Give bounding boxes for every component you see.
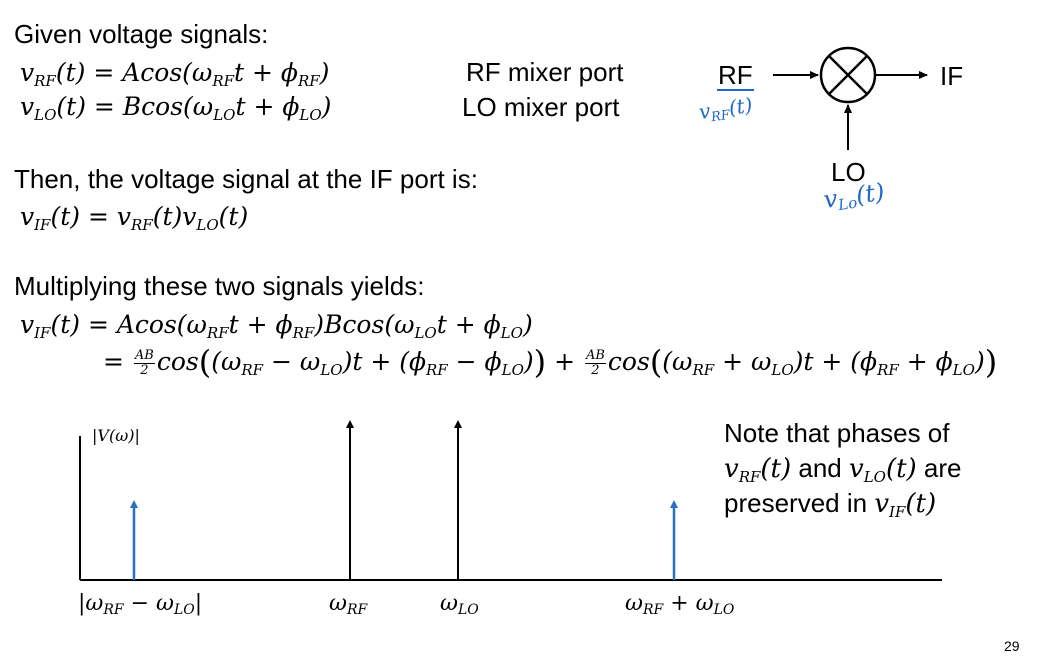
note-line-3: preserved in vIF(t) — [724, 488, 937, 521]
y-axis-label: |V(ω)| — [92, 426, 140, 445]
spectrum-arrowhead-3 — [454, 420, 462, 428]
x-tick-label-3: ωLO — [440, 591, 479, 618]
note-line-2: vRF(t) and vLO(t) are — [724, 453, 962, 486]
spectrum-arrowhead-1 — [130, 500, 138, 508]
eq-if: vIF(t) = vRF(t)vLO(t) — [20, 202, 249, 234]
spectrum-arrowhead-2 — [346, 420, 354, 428]
x-tick-label-2: ωRF — [329, 591, 368, 618]
multiplying-text: Multiplying these two signals yields: — [14, 271, 425, 301]
lo-port-label: LO mixer port — [462, 92, 620, 122]
spectrum-arrowhead-4 — [670, 500, 678, 508]
x-tick-label-1: |ωRF − ωLO| — [78, 591, 203, 618]
eq-lo: vLO(t) = Bcos(ωLOt + ϕLO) — [20, 92, 332, 124]
mixer-lo-label: LO — [831, 157, 866, 187]
mixer-rf-label: RF — [718, 60, 753, 90]
page-number: 29 — [1004, 638, 1020, 654]
rf-handwritten-annotation: vRF(t) — [697, 93, 754, 127]
rf-port-label: RF mixer port — [466, 57, 624, 87]
product-line-1: vIF(t) = Acos(ωRFt + ϕRF)Bcos(ωLOt + ϕLO… — [20, 310, 533, 342]
then-text: Then, the voltage signal at the IF port … — [14, 164, 478, 194]
given-heading: Given voltage signals: — [14, 19, 269, 49]
eq-rf: vRF(t) = Acos(ωRFt + ϕRF) — [20, 58, 330, 90]
note-line-1: Note that phases of — [724, 418, 950, 448]
mixer-if-label: IF — [940, 61, 963, 91]
x-tick-label-4: ωRF + ωLO — [625, 591, 735, 618]
lo-handwritten-annotation: vLo(t) — [822, 178, 887, 216]
